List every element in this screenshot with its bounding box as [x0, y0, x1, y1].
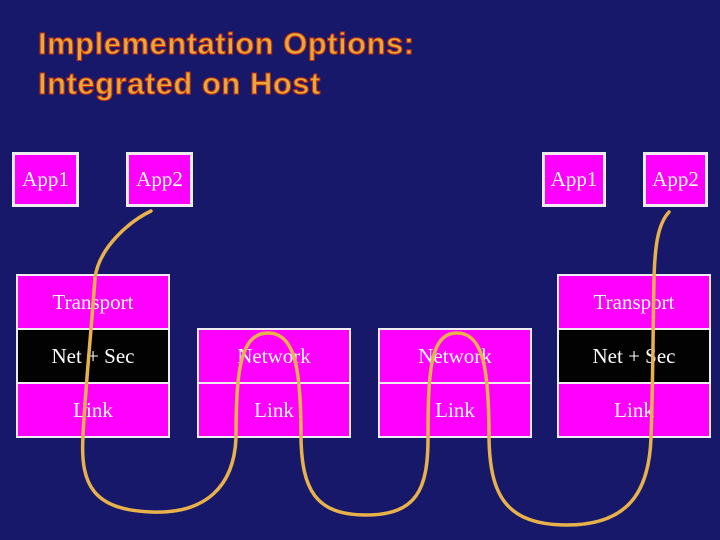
router-left-network-label: Network	[237, 343, 311, 368]
host-right-netsec-box: Net + Sec	[557, 328, 711, 384]
slide-title-line2: Integrated on Host	[37, 65, 321, 101]
app1-right-label: App1	[550, 167, 598, 191]
app1-left-label: App1	[22, 167, 69, 191]
router-left-network-box: Network	[197, 328, 351, 384]
app2-left-box: App2	[126, 152, 193, 207]
slide-title: Implementation Options: Integrated on Ho…	[37, 24, 415, 104]
app2-left-label: App2	[136, 167, 183, 191]
app1-right-box: App1	[542, 152, 606, 207]
host-left-link-box: Link	[16, 382, 170, 438]
host-left-link-label: Link	[73, 397, 113, 422]
router-right-network-label: Network	[418, 343, 492, 368]
host-left-transport-label: Transport	[52, 289, 134, 314]
host-right-link-box: Link	[557, 382, 711, 438]
app2-right-box: App2	[643, 152, 708, 207]
host-right-netsec-label: Net + Sec	[592, 343, 676, 368]
host-right-transport-box: Transport	[557, 274, 711, 330]
host-right-link-label: Link	[614, 397, 654, 422]
app1-left-box: App1	[12, 152, 79, 207]
host-left-netsec-box: Net + Sec	[16, 328, 170, 384]
host-left-transport-box: Transport	[16, 274, 170, 330]
router-left-link-box: Link	[197, 382, 351, 438]
host-left-netsec-label: Net + Sec	[51, 343, 135, 368]
router-right-link-box: Link	[378, 382, 532, 438]
router-left-link-label: Link	[254, 397, 294, 422]
router-right-network-box: Network	[378, 328, 532, 384]
router-right-link-label: Link	[435, 397, 475, 422]
host-right-transport-label: Transport	[593, 289, 675, 314]
app2-right-label: App2	[652, 167, 699, 191]
slide-title-line1: Implementation Options:	[37, 25, 415, 61]
